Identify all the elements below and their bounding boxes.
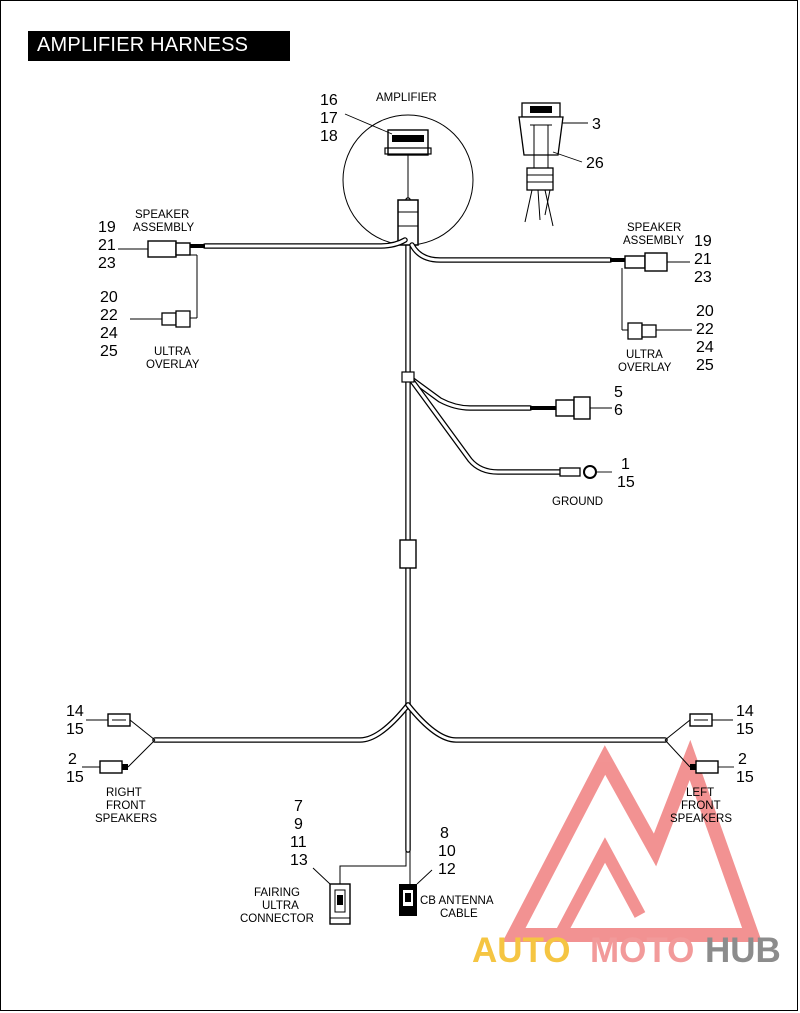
- detail-leader-26: [552, 151, 583, 163]
- callout-right-25: 25: [696, 357, 714, 374]
- label-right-speaker-1: SPEAKER: [627, 222, 681, 234]
- callout-26: 26: [586, 155, 604, 172]
- callout-rf-2: 2: [68, 751, 77, 768]
- callout-11: 11: [290, 834, 307, 851]
- callout-right-20: 20: [696, 303, 714, 320]
- label-right-front-3: SPEAKERS: [95, 813, 157, 825]
- callout-lf-14: 14: [736, 703, 754, 720]
- callout-18: 18: [320, 128, 338, 145]
- callout-1: 1: [621, 456, 630, 473]
- callout-left-21: 21: [98, 237, 116, 254]
- amp-leader: [344, 113, 393, 135]
- label-left-ultra-1: ULTRA: [154, 346, 191, 358]
- amplifier-connector: [384, 129, 432, 198]
- callout-15: 15: [617, 474, 635, 491]
- watermark-logo: [502, 739, 762, 942]
- ground-terminal: [559, 465, 612, 479]
- watermark-hub: HUB: [705, 931, 781, 970]
- callout-5: 5: [614, 384, 623, 401]
- callout-right-21: 21: [694, 251, 712, 268]
- callout-16: 16: [320, 92, 338, 109]
- left-ultra-overlay-connector: [130, 310, 191, 328]
- left-speaker-assembly-connector: [118, 240, 205, 319]
- label-left-front-2: FRONT: [681, 800, 721, 812]
- callout-right-22: 22: [696, 321, 714, 338]
- fairing-ultra-connector: [312, 850, 411, 925]
- callout-right-23: 23: [694, 269, 712, 286]
- left-front-speaker-connectors: [664, 713, 734, 774]
- callout-left-25: 25: [100, 343, 118, 360]
- callout-left-19: 19: [98, 219, 116, 236]
- label-left-front-3: SPEAKERS: [670, 813, 732, 825]
- callout-right-24: 24: [696, 339, 714, 356]
- label-amplifier: AMPLIFIER: [376, 92, 437, 104]
- label-cb-2: CABLE: [440, 908, 478, 920]
- callout-left-20: 20: [100, 289, 118, 306]
- label-fairing-3: CONNECTOR: [240, 913, 314, 925]
- cb-antenna-connector: [399, 869, 433, 916]
- callout-lf-2: 2: [738, 751, 747, 768]
- label-fairing-2: ULTRA: [262, 900, 299, 912]
- callout-7: 7: [294, 798, 303, 815]
- watermark-moto: MOTO: [590, 931, 694, 970]
- callout-12: 12: [438, 861, 456, 878]
- label-cb-1: CB ANTENNA: [420, 895, 494, 907]
- title-box: AMPLIFIER HARNESS: [28, 31, 290, 61]
- detail-connector: [518, 102, 564, 227]
- harness-wires: [152, 197, 668, 853]
- label-ground: GROUND: [552, 496, 603, 508]
- label-left-ultra-2: OVERLAY: [146, 359, 200, 371]
- label-right-ultra-2: OVERLAY: [618, 362, 672, 374]
- callout-lf-15b: 15: [736, 769, 754, 786]
- watermark-auto: AUTO: [472, 931, 571, 970]
- label-right-ultra-1: ULTRA: [626, 349, 663, 361]
- right-ultra-overlay-connector: [627, 322, 692, 340]
- label-left-front-1: LEFT: [686, 787, 714, 799]
- callout-lf-15a: 15: [736, 721, 754, 738]
- right-front-speaker-connectors: [82, 713, 156, 774]
- callout-10: 10: [438, 843, 456, 860]
- callout-left-23: 23: [98, 255, 116, 272]
- label-left-speaker-2: ASSEMBLY: [133, 222, 194, 234]
- label-right-front-2: FRONT: [106, 800, 146, 812]
- label-fairing-1: FAIRING: [254, 887, 300, 899]
- label-right-front-1: RIGHT: [106, 787, 142, 799]
- connector-5-6: [530, 396, 612, 420]
- right-speaker-assembly-connector: [610, 252, 690, 331]
- page-title: AMPLIFIER HARNESS: [37, 34, 249, 56]
- label-left-speaker-1: SPEAKER: [135, 209, 189, 221]
- callout-8: 8: [440, 825, 449, 842]
- callout-rf-14: 14: [66, 703, 84, 720]
- callout-9: 9: [294, 816, 303, 833]
- diagram-text: AMPLIFIER 16 17 18 3 26 SPEAKER ASSEMBLY…: [66, 92, 754, 925]
- callout-3: 3: [592, 116, 601, 133]
- callout-rf-15b: 15: [66, 769, 84, 786]
- callout-6: 6: [614, 402, 623, 419]
- watermark-text: AUTO MOTO HUB: [472, 931, 781, 970]
- callout-right-19: 19: [694, 233, 712, 250]
- callout-left-22: 22: [100, 307, 118, 324]
- callout-13: 13: [290, 852, 308, 869]
- label-right-speaker-2: ASSEMBLY: [623, 235, 684, 247]
- callout-17: 17: [320, 110, 338, 127]
- callout-rf-15a: 15: [66, 721, 84, 738]
- callout-left-24: 24: [100, 325, 118, 342]
